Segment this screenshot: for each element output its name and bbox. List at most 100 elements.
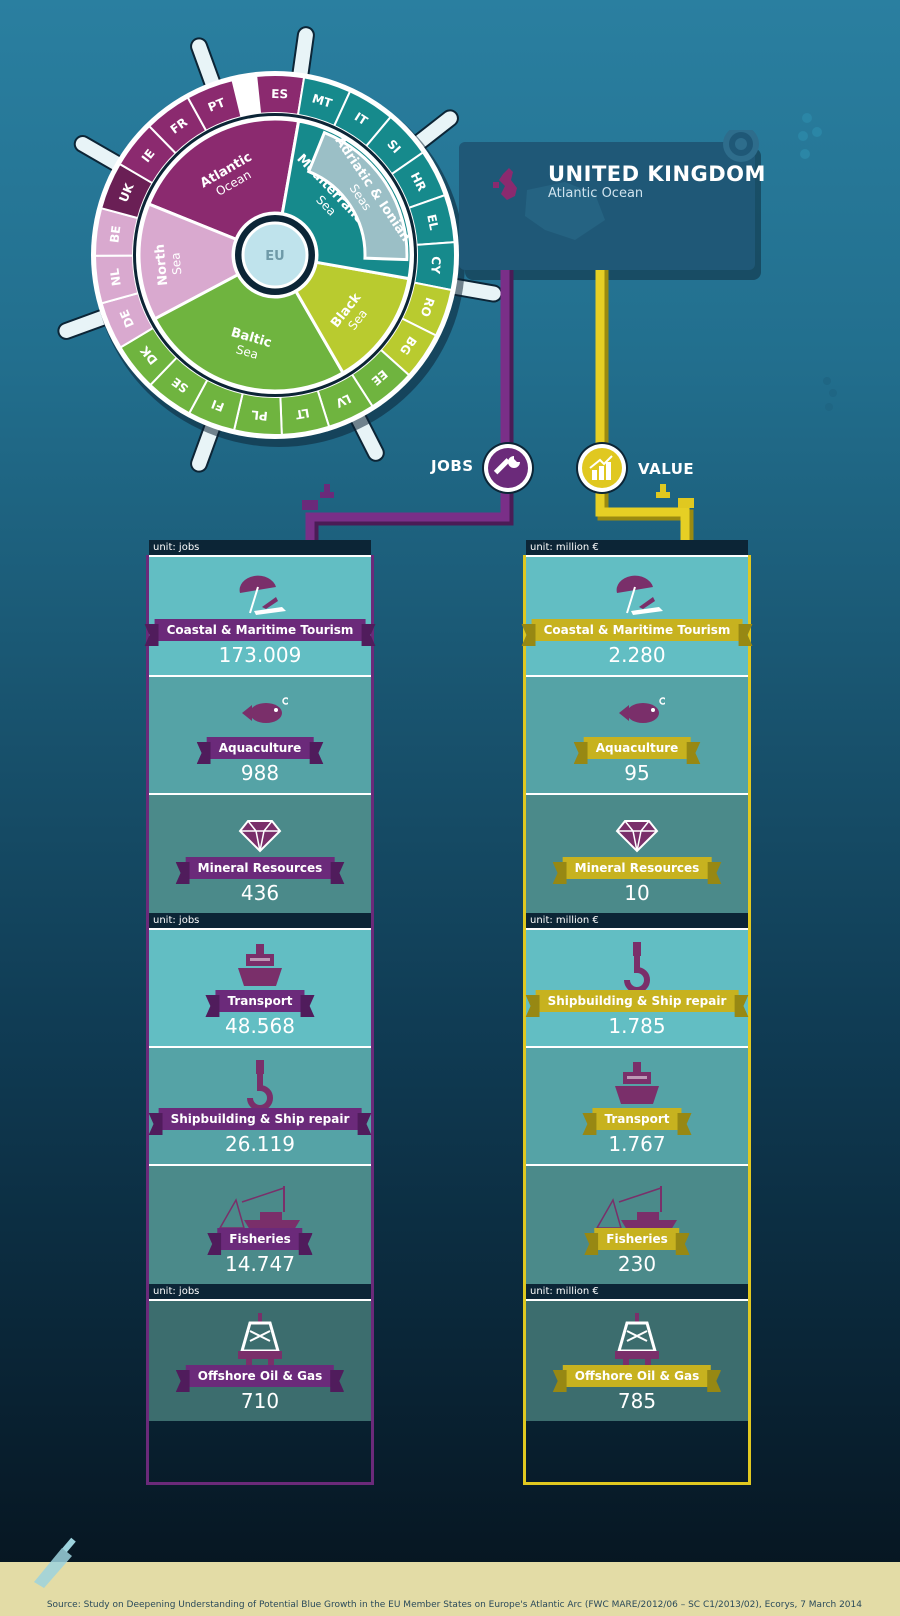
- country-segment-lt[interactable]: LT: [279, 389, 331, 436]
- sector-value: 436: [240, 881, 280, 905]
- source-note: Source: Study on Deepening Understanding…: [46, 1600, 862, 1610]
- sector-value: 988: [240, 761, 280, 785]
- beach-umbrella-icon: [239, 575, 286, 615]
- country-label: ES: [271, 87, 288, 101]
- country-label: EL: [424, 213, 441, 232]
- country-label: BE: [107, 225, 123, 244]
- eu-hub[interactable]: [241, 221, 309, 289]
- bottle-icon: [34, 1537, 76, 1588]
- crane-hook-icon: [624, 942, 650, 993]
- sector-label: Offshore Oil & Gas: [185, 1365, 335, 1387]
- sector-value: 14.747: [225, 1252, 295, 1276]
- country-label: LV: [333, 391, 353, 410]
- country-label: NL: [107, 267, 123, 287]
- pipes: [298, 270, 694, 555]
- uk-map-icon: [493, 168, 605, 240]
- country-label: RO: [418, 296, 438, 319]
- diamond-icon: [238, 820, 282, 853]
- ship-icon: [238, 944, 282, 986]
- sector-label: Transport: [592, 1108, 682, 1130]
- sector-value: 10: [624, 881, 650, 905]
- sector-value: 48.568: [225, 1014, 295, 1038]
- ship-icon: [615, 1062, 659, 1104]
- sector-label: Aquaculture: [206, 737, 314, 759]
- basin-title: North: [153, 243, 172, 286]
- sector-label: Shipbuilding & Ship repair: [535, 990, 739, 1012]
- sector-value: 95: [624, 761, 650, 785]
- fish-icon: [242, 697, 288, 723]
- sector-value: 173.009: [218, 643, 302, 667]
- unit-label: unit: jobs: [149, 913, 371, 928]
- sector-label: Coastal & Maritime Tourism: [531, 619, 743, 641]
- sector-label: Mineral Resources: [562, 857, 712, 879]
- country-title: UNITED KINGDOM: [548, 162, 766, 186]
- country-label: DE: [117, 307, 137, 329]
- sector-label: Aquaculture: [583, 737, 691, 759]
- value-column: unit: million € Coastal & Maritime Touris…: [523, 540, 751, 1485]
- sand-floor: [0, 1562, 900, 1616]
- bubbles-decoration-2: [823, 377, 837, 411]
- country-label: CY: [428, 256, 443, 275]
- country-label: PT: [206, 95, 228, 115]
- country-label: LT: [294, 406, 311, 422]
- sector-value: 26.119: [225, 1132, 295, 1156]
- value-growth-chart-icon: [576, 442, 628, 494]
- sector-label: Mineral Resources: [185, 857, 335, 879]
- country-segment-es[interactable]: ES: [255, 74, 306, 117]
- sector-value: 2.280: [608, 643, 666, 667]
- country-label: FI: [209, 397, 226, 415]
- crane-hook-icon: [247, 1060, 273, 1111]
- unit-label: unit: jobs: [149, 540, 371, 555]
- fishing-boat-icon: [595, 1186, 677, 1230]
- sector-label: Transport: [215, 990, 305, 1012]
- sector-label: Coastal & Maritime Tourism: [154, 619, 366, 641]
- country-segment-pt[interactable]: PT: [186, 78, 243, 133]
- unit-label: unit: jobs: [149, 1284, 371, 1299]
- fish-icon: [619, 697, 665, 723]
- country-segment-ro[interactable]: RO: [400, 281, 453, 337]
- basin-sub: Sea: [234, 342, 259, 362]
- basin-sub: Sea: [168, 252, 184, 275]
- country-label: PL: [250, 407, 268, 423]
- bubbles-decoration: [798, 113, 822, 159]
- oil-rig-icon: [238, 1313, 282, 1367]
- sector-value: 785: [617, 1389, 657, 1413]
- diamond-icon: [615, 820, 659, 853]
- beach-umbrella-icon: [616, 575, 663, 615]
- unit-label: unit: million €: [526, 913, 748, 928]
- jobs-wrench-icon: [482, 442, 534, 494]
- eu-hub-label: EU: [265, 249, 284, 264]
- country-segment-fi[interactable]: FI: [187, 378, 244, 432]
- sector-value: 230: [617, 1252, 657, 1276]
- sector-value: 1.785: [608, 1014, 666, 1038]
- country-label: MT: [310, 91, 334, 111]
- sector-label: Shipbuilding & Ship repair: [158, 1108, 362, 1130]
- country-scroll: [459, 130, 761, 280]
- sector-label: Fisheries: [594, 1228, 680, 1250]
- sector-label: Fisheries: [217, 1228, 303, 1250]
- fishing-boat-icon: [218, 1186, 300, 1230]
- oil-rig-icon: [615, 1313, 659, 1367]
- unit-label: unit: million €: [526, 1284, 748, 1299]
- jobs-label: JOBS: [431, 457, 474, 475]
- value-label: VALUE: [638, 460, 695, 478]
- sector-value: 1.767: [608, 1132, 666, 1156]
